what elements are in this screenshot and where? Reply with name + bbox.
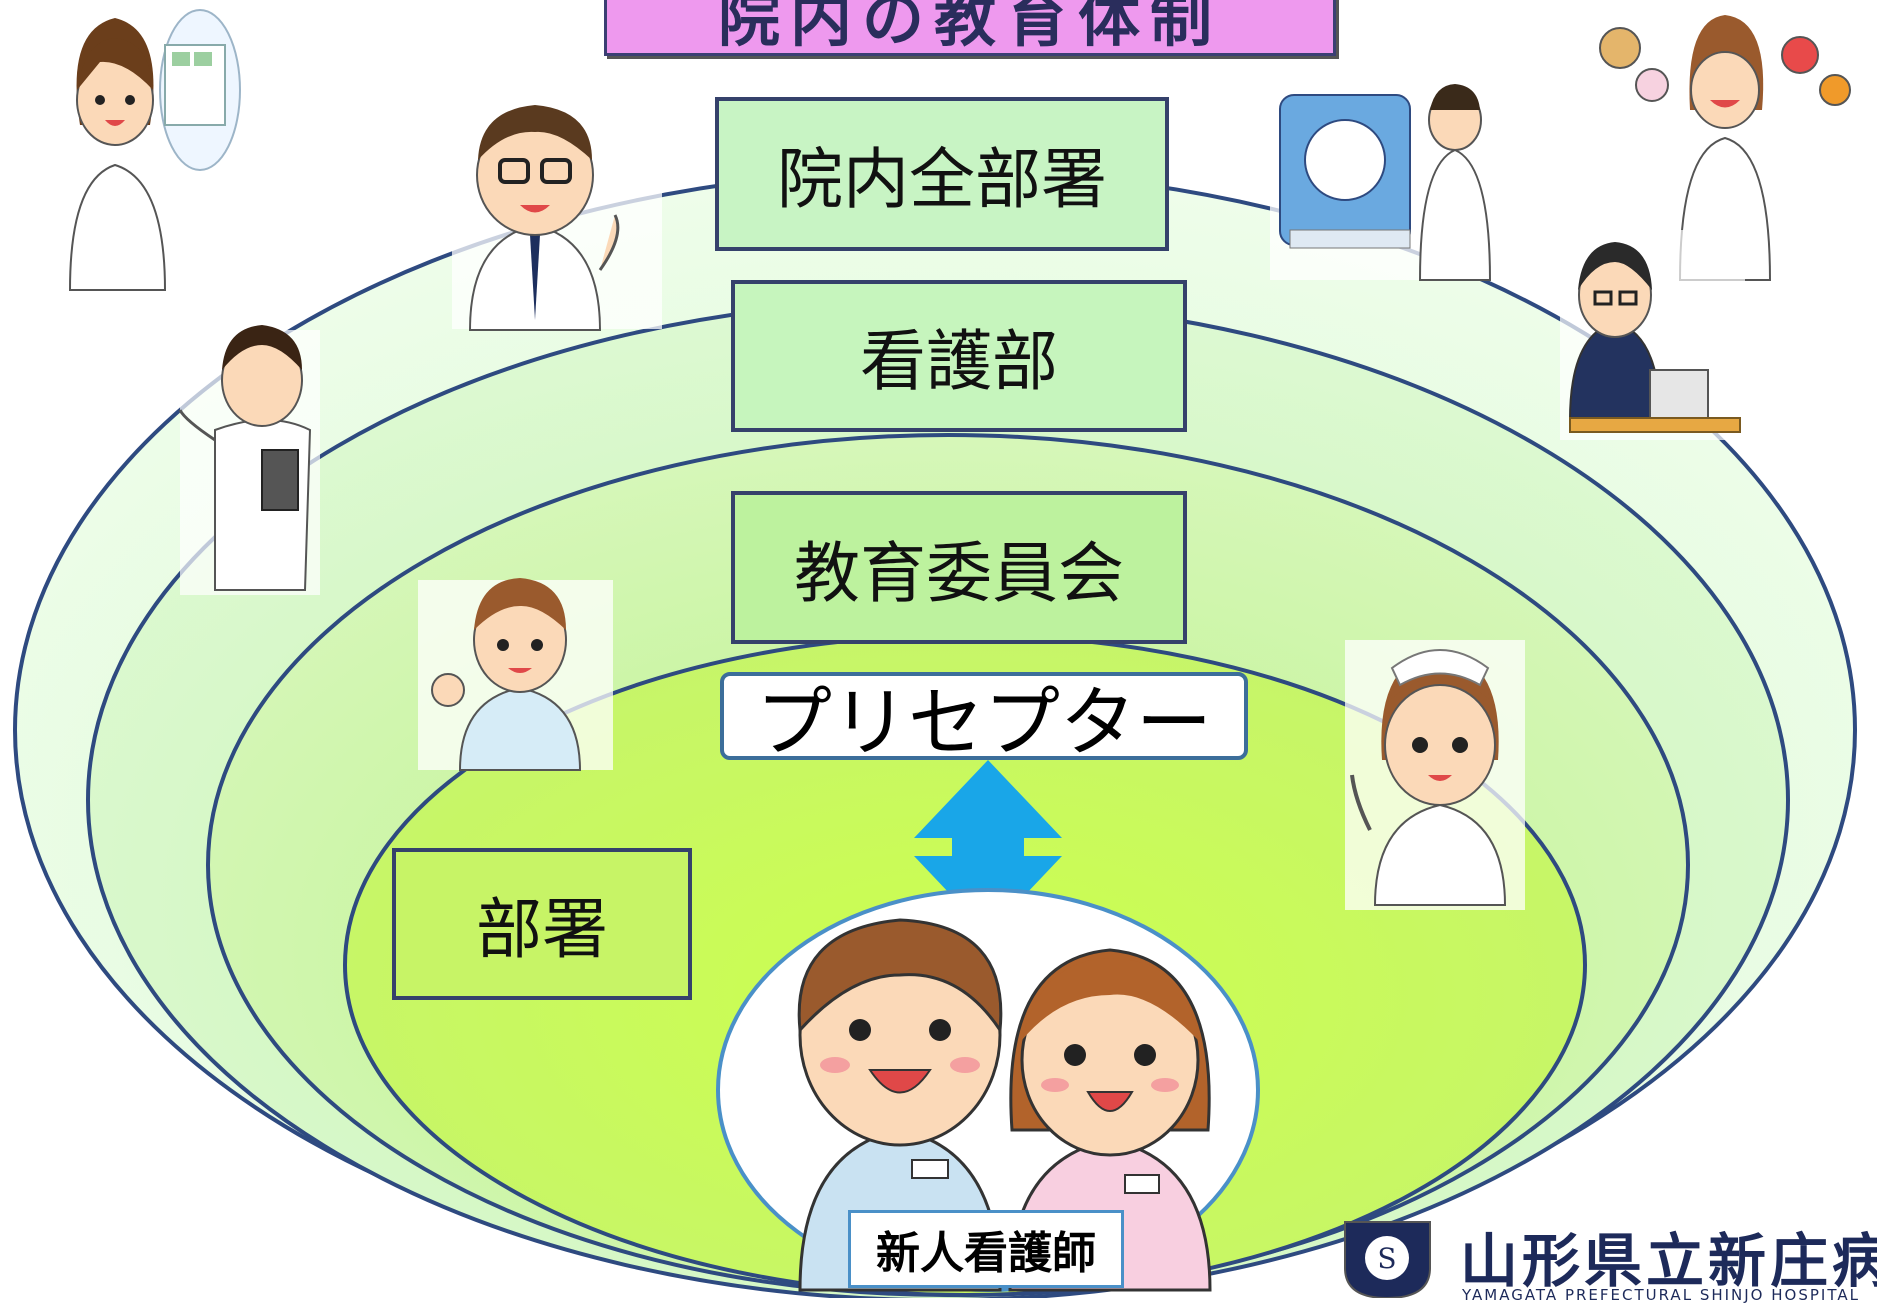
- label-department: 部署: [392, 848, 692, 1000]
- label-preceptor: プリセプター: [720, 672, 1248, 767]
- male-nurse-illustration: [418, 578, 613, 771]
- label-hospital-all-departments: 院内全部署: [715, 97, 1169, 251]
- page-title: 院内の教育体制: [604, 0, 1336, 56]
- hospital-logo: 山形県立新庄病院 YAMAGATA PREFECTURAL SHINJO HOS…: [1334, 1200, 1877, 1310]
- radiology-technician-illustration: [1270, 80, 1500, 281]
- female-nurse-illustration: [1345, 640, 1525, 910]
- office-worker-illustration: [1560, 230, 1745, 440]
- dietitian-illustration: [1599, 15, 1851, 281]
- label-nursing-department: 看護部: [731, 280, 1187, 432]
- doctor-illustration: [452, 104, 662, 331]
- hospital-emblem-icon: S: [1344, 1221, 1431, 1298]
- svg-text:S: S: [1377, 1242, 1396, 1275]
- hospital-name-english: YAMAGATA PREFECTURAL SHINJO HOSPITAL: [1462, 1286, 1860, 1304]
- pharmacist-illustration: [68, 9, 241, 291]
- therapist-illustration: [178, 325, 320, 595]
- hospital-name: 山形県立新庄病院: [1460, 1227, 1877, 1295]
- label-education-committee: 教育委員会: [731, 491, 1187, 644]
- label-new-nurse: 新人看護師: [848, 1210, 1124, 1288]
